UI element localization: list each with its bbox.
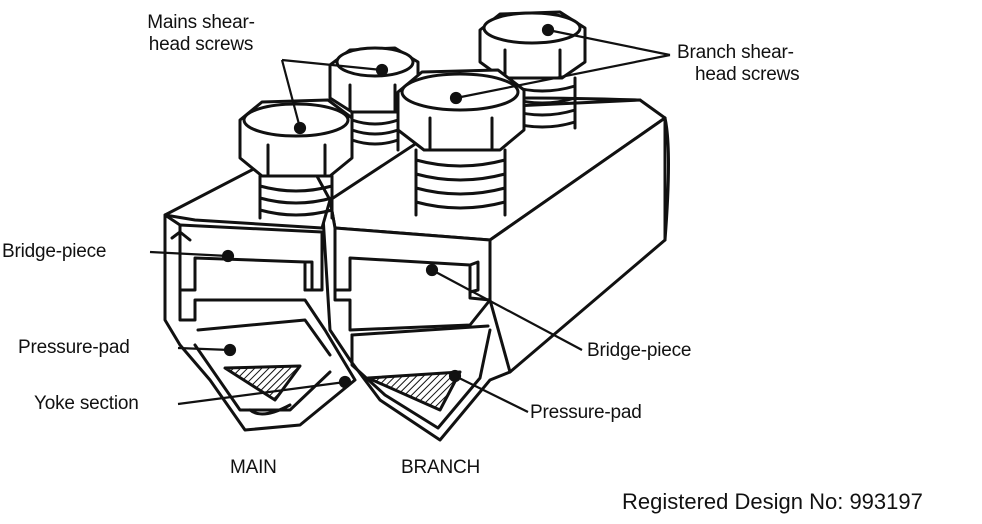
registered-design-note: Registered Design No: 993197: [622, 489, 923, 514]
mains-screw-front: [238, 98, 354, 220]
leader-lines: [149, 23, 671, 413]
bridge-piece-left-label: Bridge-piece: [2, 241, 107, 262]
bridge-piece-right-label: Bridge-piece: [587, 340, 692, 361]
main-body: [163, 143, 357, 432]
branch-screws-label: Branch shear- head screws: [677, 42, 800, 86]
branch-screw-back: [478, 10, 587, 130]
main-label: MAIN: [230, 457, 277, 478]
yoke-section-label: Yoke section: [34, 393, 139, 414]
branch-label: BRANCH: [401, 457, 481, 478]
pressure-pad-left-label: Pressure-pad: [18, 337, 130, 358]
mains-screws-label: Mains shear- head screws: [126, 12, 276, 56]
pressure-pad-right-label: Pressure-pad: [530, 402, 642, 423]
branch-screw-front: [396, 68, 526, 217]
mains-screws-label-line2: head screws: [148, 34, 254, 55]
branch-screws-label-line1: Branch shear-: [677, 42, 794, 63]
branch-screws-label-line2: head screws: [695, 64, 800, 85]
mains-screws-label-line1: Mains shear-: [147, 12, 255, 33]
